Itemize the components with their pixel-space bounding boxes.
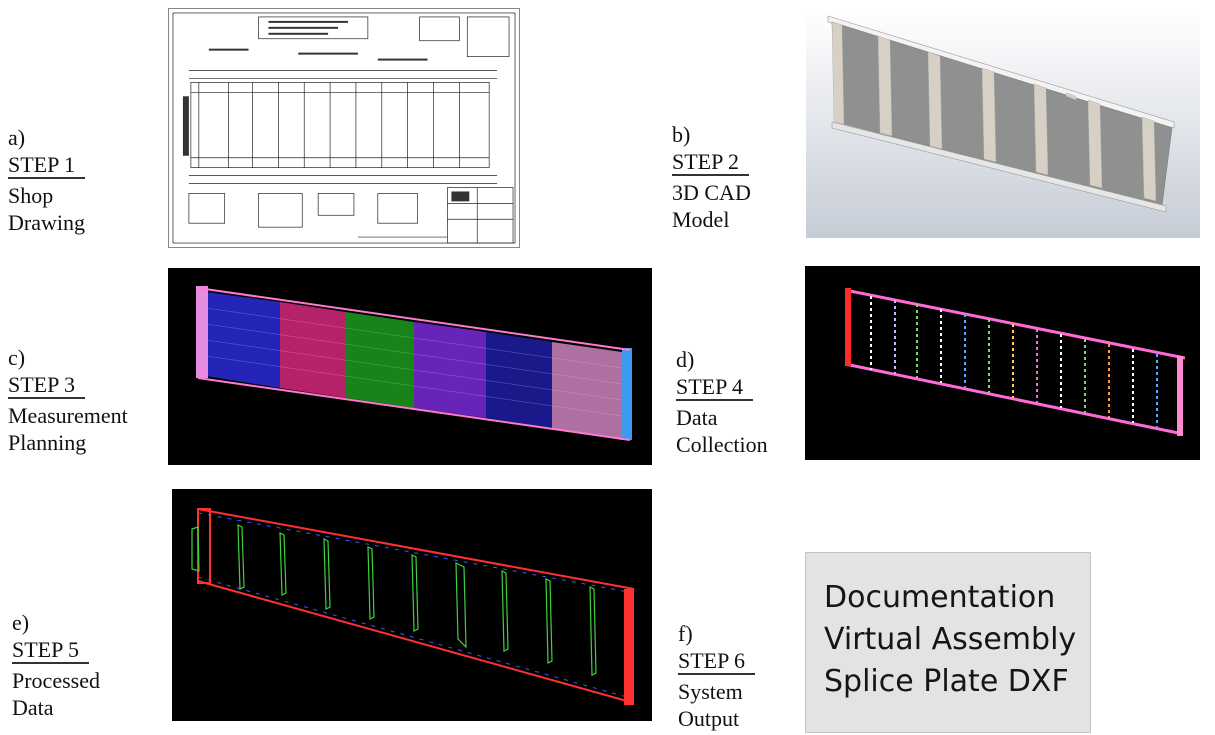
step3-label: c) STEP 3 Measurement Planning — [8, 344, 128, 456]
step3-line1: Measurement — [8, 403, 128, 428]
step4-line2: Collection — [676, 432, 768, 457]
output-line-documentation: Documentation — [824, 580, 1056, 615]
step1-label: a) STEP 1 Shop Drawing — [8, 124, 86, 236]
system-output-box: Documentation Virtual Assembly Splice Pl… — [805, 552, 1091, 733]
step1-title: STEP 1 — [8, 153, 86, 179]
output-line-splice-plate: Splice Plate DXF — [824, 664, 1069, 699]
step3-title: STEP 3 — [8, 373, 86, 399]
cad-model-svg — [806, 10, 1200, 238]
output-line-virtual-assembly: Virtual Assembly — [824, 622, 1077, 657]
shop-drawing-svg — [172, 12, 516, 244]
step1-line2: Drawing — [8, 210, 85, 235]
step4-title: STEP 4 — [676, 375, 754, 401]
step5-letter: e) — [12, 610, 30, 635]
step2-line2: Model — [672, 207, 730, 232]
step6-line2: Output — [678, 706, 740, 731]
step5-line1: Processed — [12, 668, 100, 693]
processed-data-image — [172, 489, 652, 721]
step6-label: f) STEP 6 System Output — [678, 620, 756, 732]
measurement-planning-image — [168, 268, 652, 465]
step6-title: STEP 6 — [678, 649, 756, 675]
shop-drawing-image — [168, 8, 520, 248]
processed-data-svg — [172, 489, 652, 721]
step6-line1: System — [678, 679, 743, 704]
step2-label: b) STEP 2 3D CAD Model — [672, 121, 751, 233]
step5-title: STEP 5 — [12, 638, 90, 664]
step2-title: STEP 2 — [672, 150, 750, 176]
step3-line2: Planning — [8, 430, 87, 455]
measurement-planning-svg — [168, 268, 652, 465]
step3-letter: c) — [8, 345, 26, 370]
step4-label: d) STEP 4 Data Collection — [676, 346, 768, 458]
step2-letter: b) — [672, 122, 691, 147]
step4-letter: d) — [676, 347, 695, 372]
step1-line1: Shop — [8, 183, 54, 208]
step4-line1: Data — [676, 405, 718, 430]
data-collection-svg — [805, 266, 1200, 460]
step5-line2: Data — [12, 695, 54, 720]
cad-model-image — [806, 10, 1200, 238]
step1-letter: a) — [8, 125, 26, 150]
data-collection-image — [805, 266, 1200, 460]
step6-letter: f) — [678, 621, 693, 646]
step5-label: e) STEP 5 Processed Data — [12, 609, 100, 721]
step2-line1: 3D CAD — [672, 180, 751, 205]
